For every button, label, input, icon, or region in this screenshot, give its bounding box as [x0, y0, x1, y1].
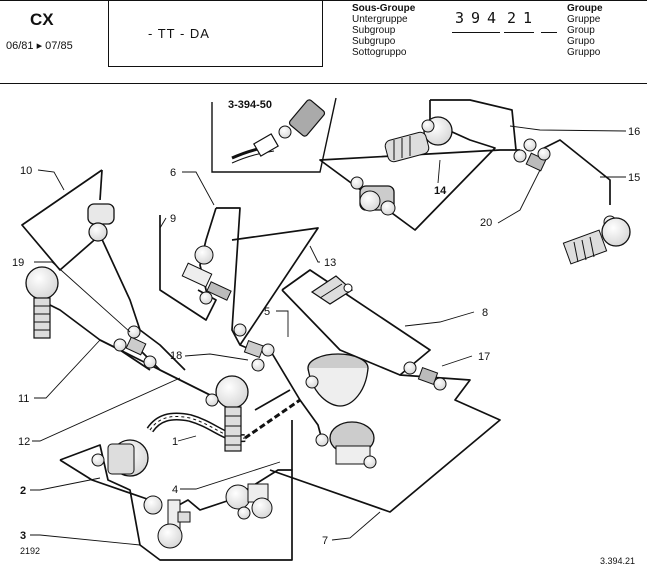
header-top-rule [0, 0, 647, 1]
leader-lines [30, 125, 627, 546]
socket-6-icon [181, 245, 232, 305]
header-divider-right [322, 0, 323, 67]
subgroup-digit-4: 2 [507, 9, 517, 27]
fuse-17-icon [403, 361, 447, 391]
callout-20: 20 [480, 217, 492, 229]
harness-lines [21, 99, 611, 561]
header-bottom-rule [0, 83, 647, 84]
subgroup-label-it: Sottogruppo [352, 47, 407, 58]
lamp-4b-icon [225, 483, 273, 520]
lamp-holder-14b-icon [350, 176, 396, 216]
callout-11: 11 [18, 393, 29, 405]
footer-right-code: 3.394.21 [600, 556, 635, 566]
subgroup-label-de: Untergruppe [352, 14, 408, 25]
subgroup-underline-c [541, 32, 557, 33]
production-dates: 06/81 ▸ 07/85 [6, 40, 73, 52]
footer-left-code: 2192 [20, 546, 40, 556]
bulb-12-icon [205, 375, 249, 452]
variant-code: - TT - DA [148, 26, 210, 41]
callout-13: 13 [324, 257, 336, 269]
detail-ref-label: 3-394-50 [228, 99, 272, 111]
callout-8: 8 [482, 307, 488, 319]
subgroup-underline-a [452, 32, 500, 33]
subgroup-digit-1: 3 [455, 9, 465, 27]
lamp-7-icon [315, 421, 377, 469]
detail-ring-icon [278, 125, 292, 139]
switch-5-icon [305, 353, 369, 407]
callout-16: 16 [628, 126, 640, 138]
connector-13-icon [310, 275, 353, 305]
callout-6: 6 [170, 167, 176, 179]
callout-2: 2 [20, 485, 26, 497]
subgroup-digit-2: 9 [471, 9, 481, 27]
callout-5: 5 [264, 306, 270, 318]
detail-connector-body [253, 133, 279, 157]
callout-7: 7 [322, 535, 328, 547]
detail-inset: 3-394-50 [211, 97, 337, 173]
lamp-holder-14-icon [384, 116, 453, 163]
group-label-de: Gruppe [567, 14, 601, 25]
callout-12: 12 [18, 436, 30, 448]
connector-20-icon [513, 138, 551, 172]
subgroup-label-es: Subgrupo [352, 36, 396, 47]
bulb-15-icon [562, 215, 631, 265]
connector-18-icon [233, 323, 275, 372]
callout-1: 1 [172, 436, 178, 448]
components [25, 116, 631, 549]
callout-10: 10 [20, 165, 32, 177]
detail-socket-body [288, 99, 326, 137]
group-label-it: Gruppo [567, 47, 601, 58]
group-label-es: Grupo [567, 36, 595, 47]
lamp-holder-10-icon [87, 203, 115, 242]
callout-15: 15 [628, 172, 640, 184]
callout-labels: 10 6 9 13 19 5 8 18 17 11 12 1 2 4 3 7 1… [12, 126, 640, 547]
connector-4-icon [143, 495, 191, 549]
header-box-bottom [108, 66, 323, 67]
model-name: CX [30, 10, 54, 29]
group-label-en: Group [567, 25, 595, 36]
subgroup-label-fr: Sous-Groupe [352, 3, 416, 14]
header-block: CX 06/81 ▸ 07/85 - TT - DA Sous-Groupe U… [0, 0, 647, 84]
lamp-holder-2-icon [91, 439, 149, 477]
connector-19-icon [113, 325, 157, 369]
bulb-11-icon [25, 266, 59, 339]
wiring-diagram: 3-394-50 [12, 97, 640, 566]
header-divider-left [108, 0, 109, 66]
callout-3: 3 [20, 530, 26, 542]
callout-19: 19 [12, 257, 24, 269]
group-label-fr: Groupe [567, 3, 603, 14]
callout-4: 4 [172, 484, 178, 496]
subgroup-label-en: Subgroup [352, 25, 396, 36]
callout-14: 14 [434, 185, 447, 197]
subgroup-digit-5: 1 [523, 9, 533, 27]
callout-17: 17 [478, 351, 490, 363]
subgroup-digit-3: 4 [487, 9, 497, 27]
subgroup-underline-b [504, 32, 534, 33]
callout-18: 18 [170, 350, 182, 362]
callout-9: 9 [170, 213, 176, 225]
